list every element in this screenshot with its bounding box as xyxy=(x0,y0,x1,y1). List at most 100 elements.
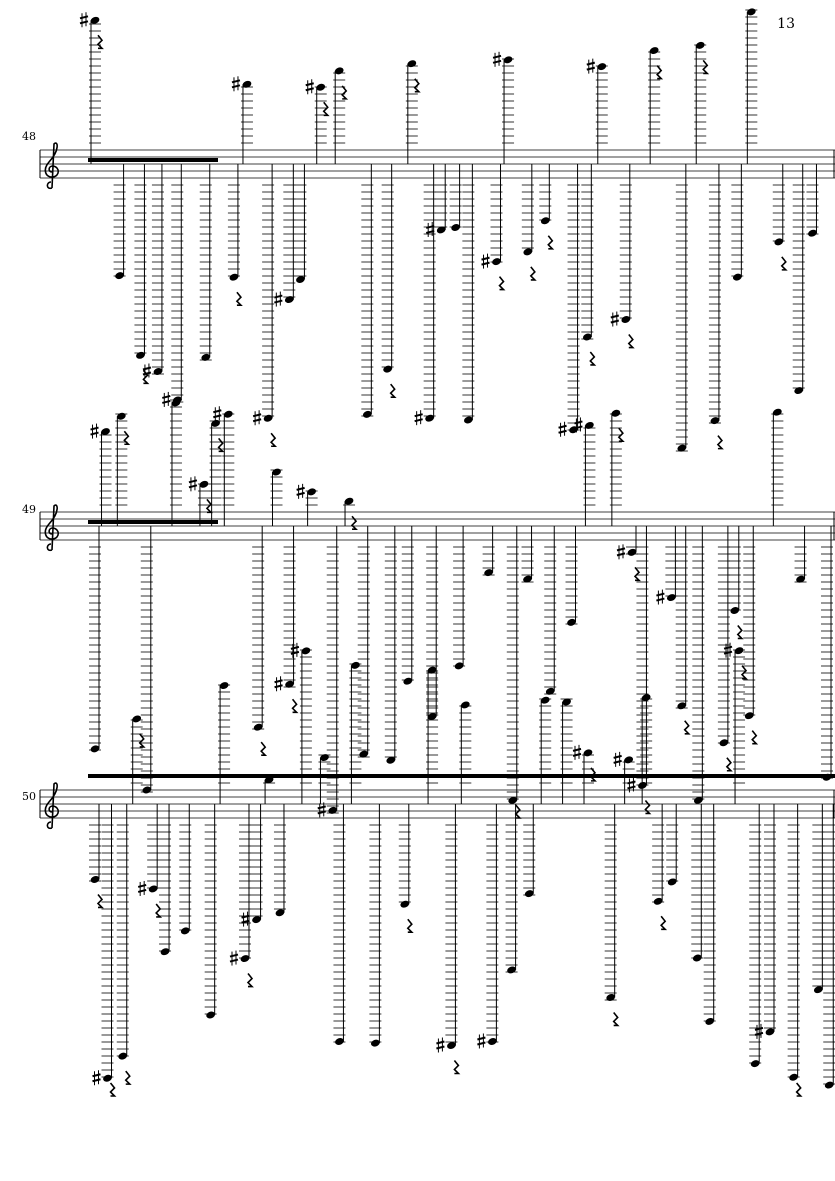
notehead xyxy=(229,273,239,281)
treble-clef-icon xyxy=(44,782,60,830)
notehead xyxy=(206,1011,216,1019)
notehead xyxy=(335,1038,344,1045)
rest-icon xyxy=(795,1082,803,1097)
sharp-stroke xyxy=(613,759,622,764)
sharp-icon xyxy=(492,51,502,67)
sharp-stroke xyxy=(92,1078,101,1083)
notehead xyxy=(507,966,516,974)
notehead xyxy=(824,1081,834,1089)
rest-icon xyxy=(96,893,104,909)
notehead xyxy=(692,954,702,962)
notehead xyxy=(710,417,720,425)
notehead xyxy=(407,60,417,68)
notehead xyxy=(523,248,533,256)
rest-icon xyxy=(138,733,146,748)
rest-icon xyxy=(740,665,748,680)
notehead xyxy=(627,548,637,556)
measure-number-50: 50 xyxy=(22,790,36,803)
notehead xyxy=(362,410,372,418)
sharp-stroke xyxy=(616,547,626,552)
rest-icon xyxy=(529,266,537,281)
notehead xyxy=(351,661,360,669)
notehead xyxy=(427,713,437,720)
notehead xyxy=(275,909,285,917)
notehead xyxy=(597,63,607,71)
sharp-stroke xyxy=(414,418,423,423)
sharp-stroke xyxy=(754,1031,764,1036)
notehead xyxy=(447,1042,456,1049)
notehead xyxy=(693,796,703,804)
sharp-stroke xyxy=(90,431,99,436)
sharp-stroke xyxy=(252,413,262,418)
sharp-icon xyxy=(610,311,620,327)
rest-icon xyxy=(612,1011,620,1027)
notehead xyxy=(789,1073,799,1081)
sharp-icon xyxy=(574,417,583,433)
sharp-stroke xyxy=(162,399,171,404)
notehead xyxy=(400,900,410,908)
rest-icon xyxy=(269,432,278,448)
notehead xyxy=(641,694,651,702)
rest-icon xyxy=(780,256,788,271)
sharp-stroke xyxy=(188,484,198,489)
sharp-stroke xyxy=(436,1040,445,1045)
notehead xyxy=(677,444,687,452)
rest-icon xyxy=(205,498,213,514)
notehead xyxy=(116,412,126,420)
rest-icon xyxy=(217,437,225,453)
notehead xyxy=(101,428,110,436)
notehead xyxy=(451,224,460,231)
sharp-stroke xyxy=(477,1041,486,1046)
notehead xyxy=(765,1028,775,1036)
sharp-stroke xyxy=(572,752,582,757)
sharp-icon xyxy=(229,950,239,966)
sharp-stroke xyxy=(754,1026,764,1031)
rest-icon xyxy=(124,1070,132,1085)
notehead xyxy=(90,876,100,883)
sharp-icon xyxy=(477,1033,486,1049)
notehead xyxy=(328,806,338,814)
notehead xyxy=(732,273,742,281)
notehead xyxy=(488,1038,497,1045)
notehead xyxy=(285,680,294,688)
sharp-stroke xyxy=(425,229,435,234)
notehead xyxy=(264,776,274,784)
notehead xyxy=(115,272,124,280)
rest-icon xyxy=(123,430,131,446)
notehead xyxy=(263,414,273,422)
sharp-stroke xyxy=(231,84,241,89)
rest-icon xyxy=(109,1082,117,1097)
sharp-stroke xyxy=(290,645,300,650)
treble-clef-icon xyxy=(44,142,60,190)
rest-icon xyxy=(341,85,349,100)
notehead xyxy=(667,878,677,886)
treble-clef-icon xyxy=(44,504,60,552)
sharp-stroke xyxy=(305,82,314,87)
rest-icon xyxy=(389,383,397,398)
notehead xyxy=(307,488,316,496)
sharp-stroke xyxy=(137,883,147,888)
sharp-stroke xyxy=(586,66,596,71)
rest-icon xyxy=(155,903,163,918)
rest-icon xyxy=(547,235,555,250)
sharp-icon xyxy=(586,58,596,74)
notehead xyxy=(371,1039,380,1047)
sharp-stroke xyxy=(574,420,583,425)
notehead xyxy=(301,647,311,655)
notehead xyxy=(383,365,393,373)
notehead xyxy=(252,916,261,924)
sharp-stroke xyxy=(290,650,300,655)
sharp-icon xyxy=(436,1037,445,1053)
sharp-stroke xyxy=(213,414,222,419)
notehead xyxy=(240,955,250,963)
notehead xyxy=(523,575,532,583)
rest-icon xyxy=(589,351,597,366)
sharp-stroke xyxy=(296,486,305,491)
notehead xyxy=(334,67,344,75)
sharp-icon xyxy=(188,476,198,492)
sharp-icon xyxy=(558,421,567,437)
sharp-stroke xyxy=(274,299,283,304)
notehead xyxy=(199,480,209,488)
sharp-icon xyxy=(142,363,152,379)
rest-icon xyxy=(656,65,664,80)
